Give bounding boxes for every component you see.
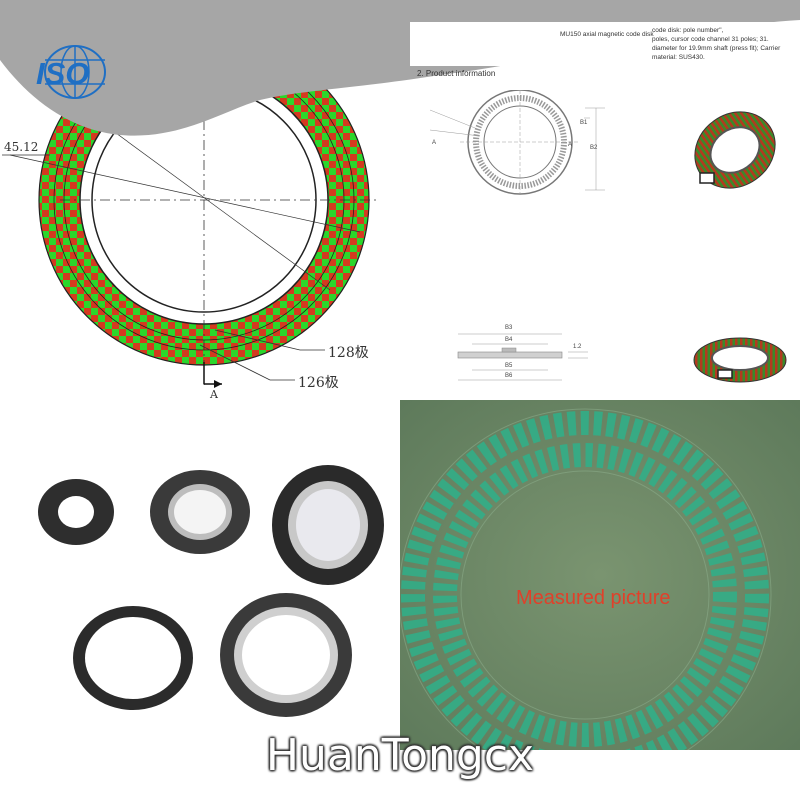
product-render-ring [694, 111, 776, 189]
info-panel [410, 22, 800, 66]
section-label: A [210, 388, 218, 401]
drawing-label: B3 [505, 325, 513, 331]
iso-globe-icon [44, 45, 106, 99]
metal-rings-photo [0, 400, 400, 800]
drawing-label: 1.2 [573, 344, 582, 350]
watermark-text: HuanTongcx [265, 730, 535, 781]
drawing-label: B1 [580, 120, 588, 126]
measured-picture-label: Measured picture [516, 587, 671, 609]
iso-logo-text: ISO [36, 56, 90, 91]
section-title: 2. Product information [417, 69, 496, 78]
tech-drawing-top-view [429, 90, 605, 195]
drawing-label: B5 [505, 363, 513, 369]
outer-pole-count-label: 128极 [328, 345, 369, 361]
dimension-label: 45.12 [4, 140, 39, 154]
product-info-text: code disk: pole number", poles, cursor c… [652, 27, 781, 61]
drawing-label: B2 [590, 145, 598, 151]
inner-pole-count-label: 126极 [298, 375, 339, 391]
drawing-label: B4 [505, 337, 513, 343]
drawing-label: A [568, 142, 573, 148]
product-render-ring-flat [693, 337, 787, 383]
drawing-label: A [432, 140, 437, 146]
measured-picture [400, 400, 800, 750]
tech-drawing-side-view [457, 333, 588, 381]
product-name: MU150 axial magnetic code disk [560, 31, 654, 38]
drawing-label: B6 [505, 373, 513, 379]
